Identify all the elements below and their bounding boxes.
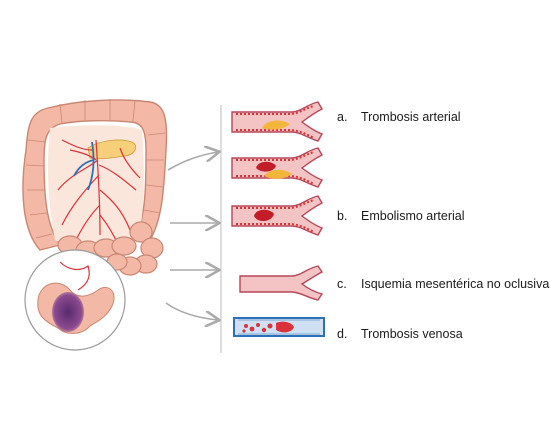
mesenteric-vein xyxy=(73,141,95,191)
label-b-letter: b. xyxy=(337,209,348,223)
ischemic-segment xyxy=(52,292,84,332)
plaque-yellow xyxy=(262,120,290,130)
label-d-text: Trombosis venosa xyxy=(361,327,463,341)
label-d: d. Trombosis venosa xyxy=(337,327,463,341)
label-a-letter: a. xyxy=(337,110,348,124)
arrow-a xyxy=(167,152,218,171)
pancreas xyxy=(87,139,137,160)
small-intestine xyxy=(57,221,164,276)
mesenteric-arteries xyxy=(57,139,141,246)
label-b-text: Embolismo arterial xyxy=(361,209,465,223)
label-c: c. Isquemia mesentérica no oclusiva xyxy=(337,277,549,291)
label-d-letter: d. xyxy=(337,327,348,341)
arrow-d xyxy=(165,302,218,320)
vessel-c xyxy=(239,265,324,301)
ischemia-inset xyxy=(24,249,126,351)
label-a-text: Trombosis arterial xyxy=(361,110,461,124)
vessel-a2 xyxy=(231,147,324,188)
intestine-illustration xyxy=(22,99,168,351)
haustra xyxy=(25,99,166,239)
inset-artery xyxy=(59,261,90,291)
label-c-text: Isquemia mesentérica no oclusiva xyxy=(361,277,550,291)
venous-clot xyxy=(242,321,294,333)
label-c-letter: c. xyxy=(337,277,347,291)
arrows xyxy=(165,152,218,320)
label-a: a. Trombosis arterial xyxy=(337,110,461,124)
plaque-yellow-2 xyxy=(264,169,292,179)
thrombus-red xyxy=(256,161,276,172)
label-b: b. Embolismo arterial xyxy=(337,209,465,223)
vessel-d xyxy=(233,317,325,337)
vessel-a1 xyxy=(231,101,324,142)
vessel-b xyxy=(231,195,324,236)
embolus xyxy=(254,209,274,222)
